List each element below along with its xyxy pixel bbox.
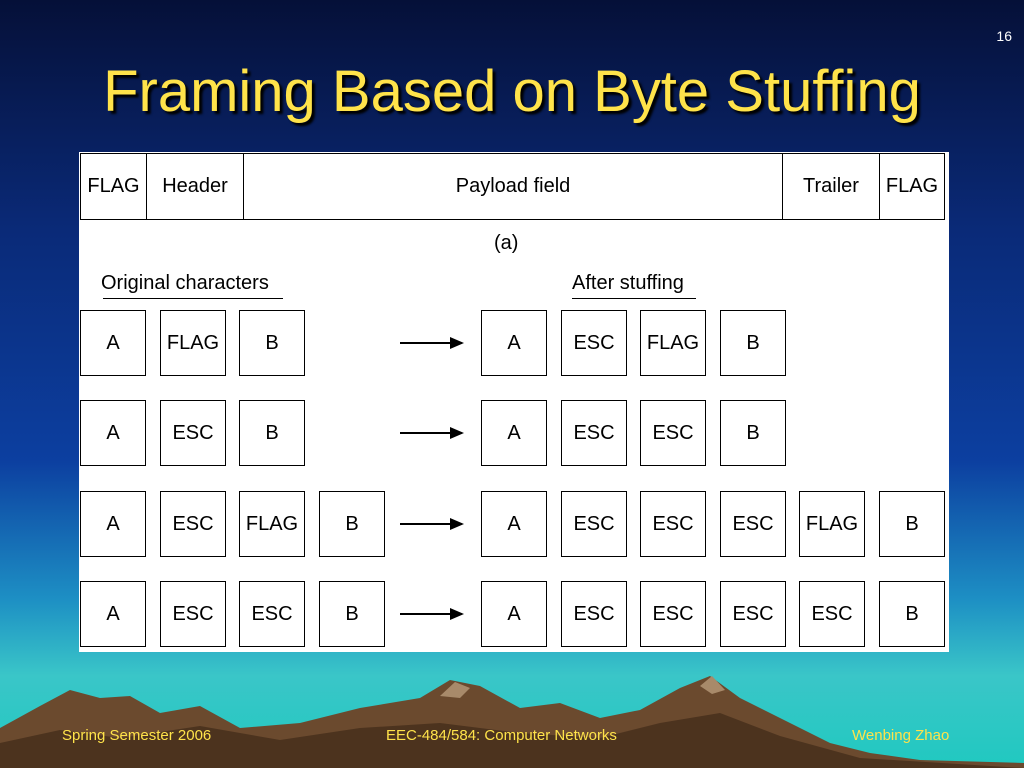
- stuffed-char-box: ESC: [561, 581, 627, 647]
- stuffed-char-box: ESC: [720, 491, 786, 557]
- original-heading: Original characters: [101, 272, 269, 294]
- stuffed-char-box: A: [481, 491, 547, 557]
- stuffed-char-box: ESC: [561, 400, 627, 466]
- stuffed-heading-underline: [572, 298, 696, 299]
- slide-number: 16: [996, 28, 1012, 44]
- frame-field-payload: Payload field: [243, 153, 783, 220]
- stuffed-char-box: A: [481, 400, 547, 466]
- footer-right: Wenbing Zhao: [852, 727, 950, 744]
- original-char-box: A: [80, 491, 146, 557]
- frame-field-trailer: Trailer: [782, 153, 880, 220]
- stuffed-char-box: ESC: [640, 491, 706, 557]
- frame-caption: (a): [494, 232, 519, 254]
- stuffed-char-box: ESC: [640, 400, 706, 466]
- original-char-box: ESC: [160, 400, 226, 466]
- stuffing-arrow: [400, 518, 464, 530]
- frame-field-flag-end: FLAG: [879, 153, 945, 220]
- frame-field-flag-start: FLAG: [80, 153, 147, 220]
- stuffed-char-box: A: [481, 310, 547, 376]
- stuffed-char-box: B: [879, 581, 945, 647]
- original-char-box: ESC: [239, 581, 305, 647]
- original-char-box: A: [80, 310, 146, 376]
- stuffed-char-box: ESC: [799, 581, 865, 647]
- original-char-box: ESC: [160, 581, 226, 647]
- stuffed-char-box: ESC: [640, 581, 706, 647]
- original-char-box: FLAG: [160, 310, 226, 376]
- stuffed-char-box: FLAG: [799, 491, 865, 557]
- stuffed-char-box: ESC: [561, 310, 627, 376]
- original-char-box: ESC: [160, 491, 226, 557]
- slide-title: Framing Based on Byte Stuffing: [103, 59, 921, 124]
- original-char-box: B: [319, 491, 385, 557]
- stuffed-char-box: B: [879, 491, 945, 557]
- original-heading-underline: [103, 298, 283, 299]
- stuffed-heading: After stuffing: [572, 272, 684, 294]
- footer-center: EEC-484/584: Computer Networks: [386, 727, 617, 744]
- original-char-box: B: [239, 310, 305, 376]
- frame-field-header: Header: [146, 153, 244, 220]
- stuffed-char-box: ESC: [561, 491, 627, 557]
- stuffing-arrow: [400, 337, 464, 349]
- original-char-box: A: [80, 400, 146, 466]
- original-char-box: B: [319, 581, 385, 647]
- stuffed-char-box: FLAG: [640, 310, 706, 376]
- mountain-backdrop: [0, 676, 1024, 768]
- footer-left: Spring Semester 2006: [62, 727, 212, 744]
- original-char-box: A: [80, 581, 146, 647]
- stuffed-char-box: ESC: [720, 581, 786, 647]
- original-char-box: FLAG: [239, 491, 305, 557]
- stuffed-char-box: B: [720, 400, 786, 466]
- stuffed-char-box: A: [481, 581, 547, 647]
- stuffing-arrow: [400, 608, 464, 620]
- byte-stuffing-figure: FLAG Header Payload field Trailer FLAG (…: [79, 152, 949, 652]
- original-char-box: B: [239, 400, 305, 466]
- stuffed-char-box: B: [720, 310, 786, 376]
- stuffing-arrow: [400, 427, 464, 439]
